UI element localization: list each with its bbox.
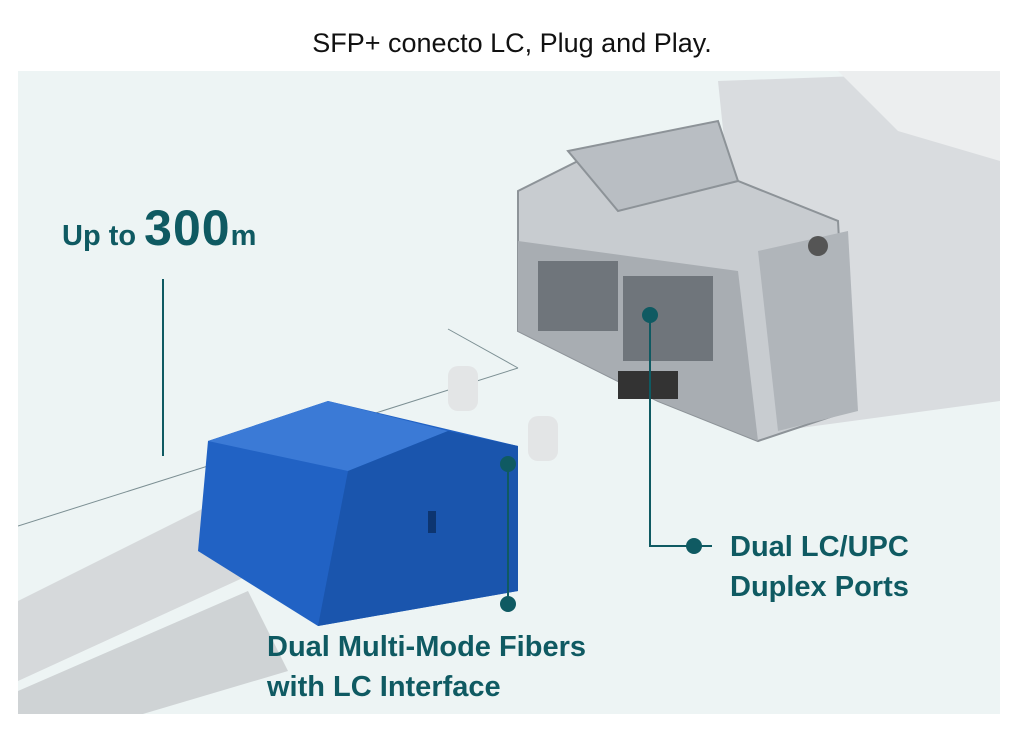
fiber-cable-image [18, 366, 558, 714]
product-image-panel: Up to 300m Dual LC/UPC Duplex Ports Dual… [18, 71, 1000, 714]
product-illustration [18, 71, 1000, 714]
range-value: 300 [144, 200, 231, 256]
ports-callout-line1: Dual LC/UPC [730, 531, 909, 563]
ports-callout-line2: Duplex Ports [730, 571, 909, 603]
range-prefix: Up to [62, 220, 137, 252]
fibers-callout: Dual Multi-Mode Fibers with LC Interface [267, 627, 586, 707]
page-title: SFP+ conecto LC, Plug and Play. [312, 28, 712, 58]
ports-callout: Dual LC/UPC Duplex Ports [730, 527, 909, 607]
lc-connector-image [198, 401, 518, 626]
sfp-module-image [517, 71, 1000, 443]
fibers-callout-line2: with LC Interface [267, 671, 501, 703]
range-unit: m [230, 220, 257, 252]
fibers-callout-line1: Dual Multi-Mode Fibers [267, 631, 586, 663]
range-label: Up to 300m [62, 199, 256, 257]
